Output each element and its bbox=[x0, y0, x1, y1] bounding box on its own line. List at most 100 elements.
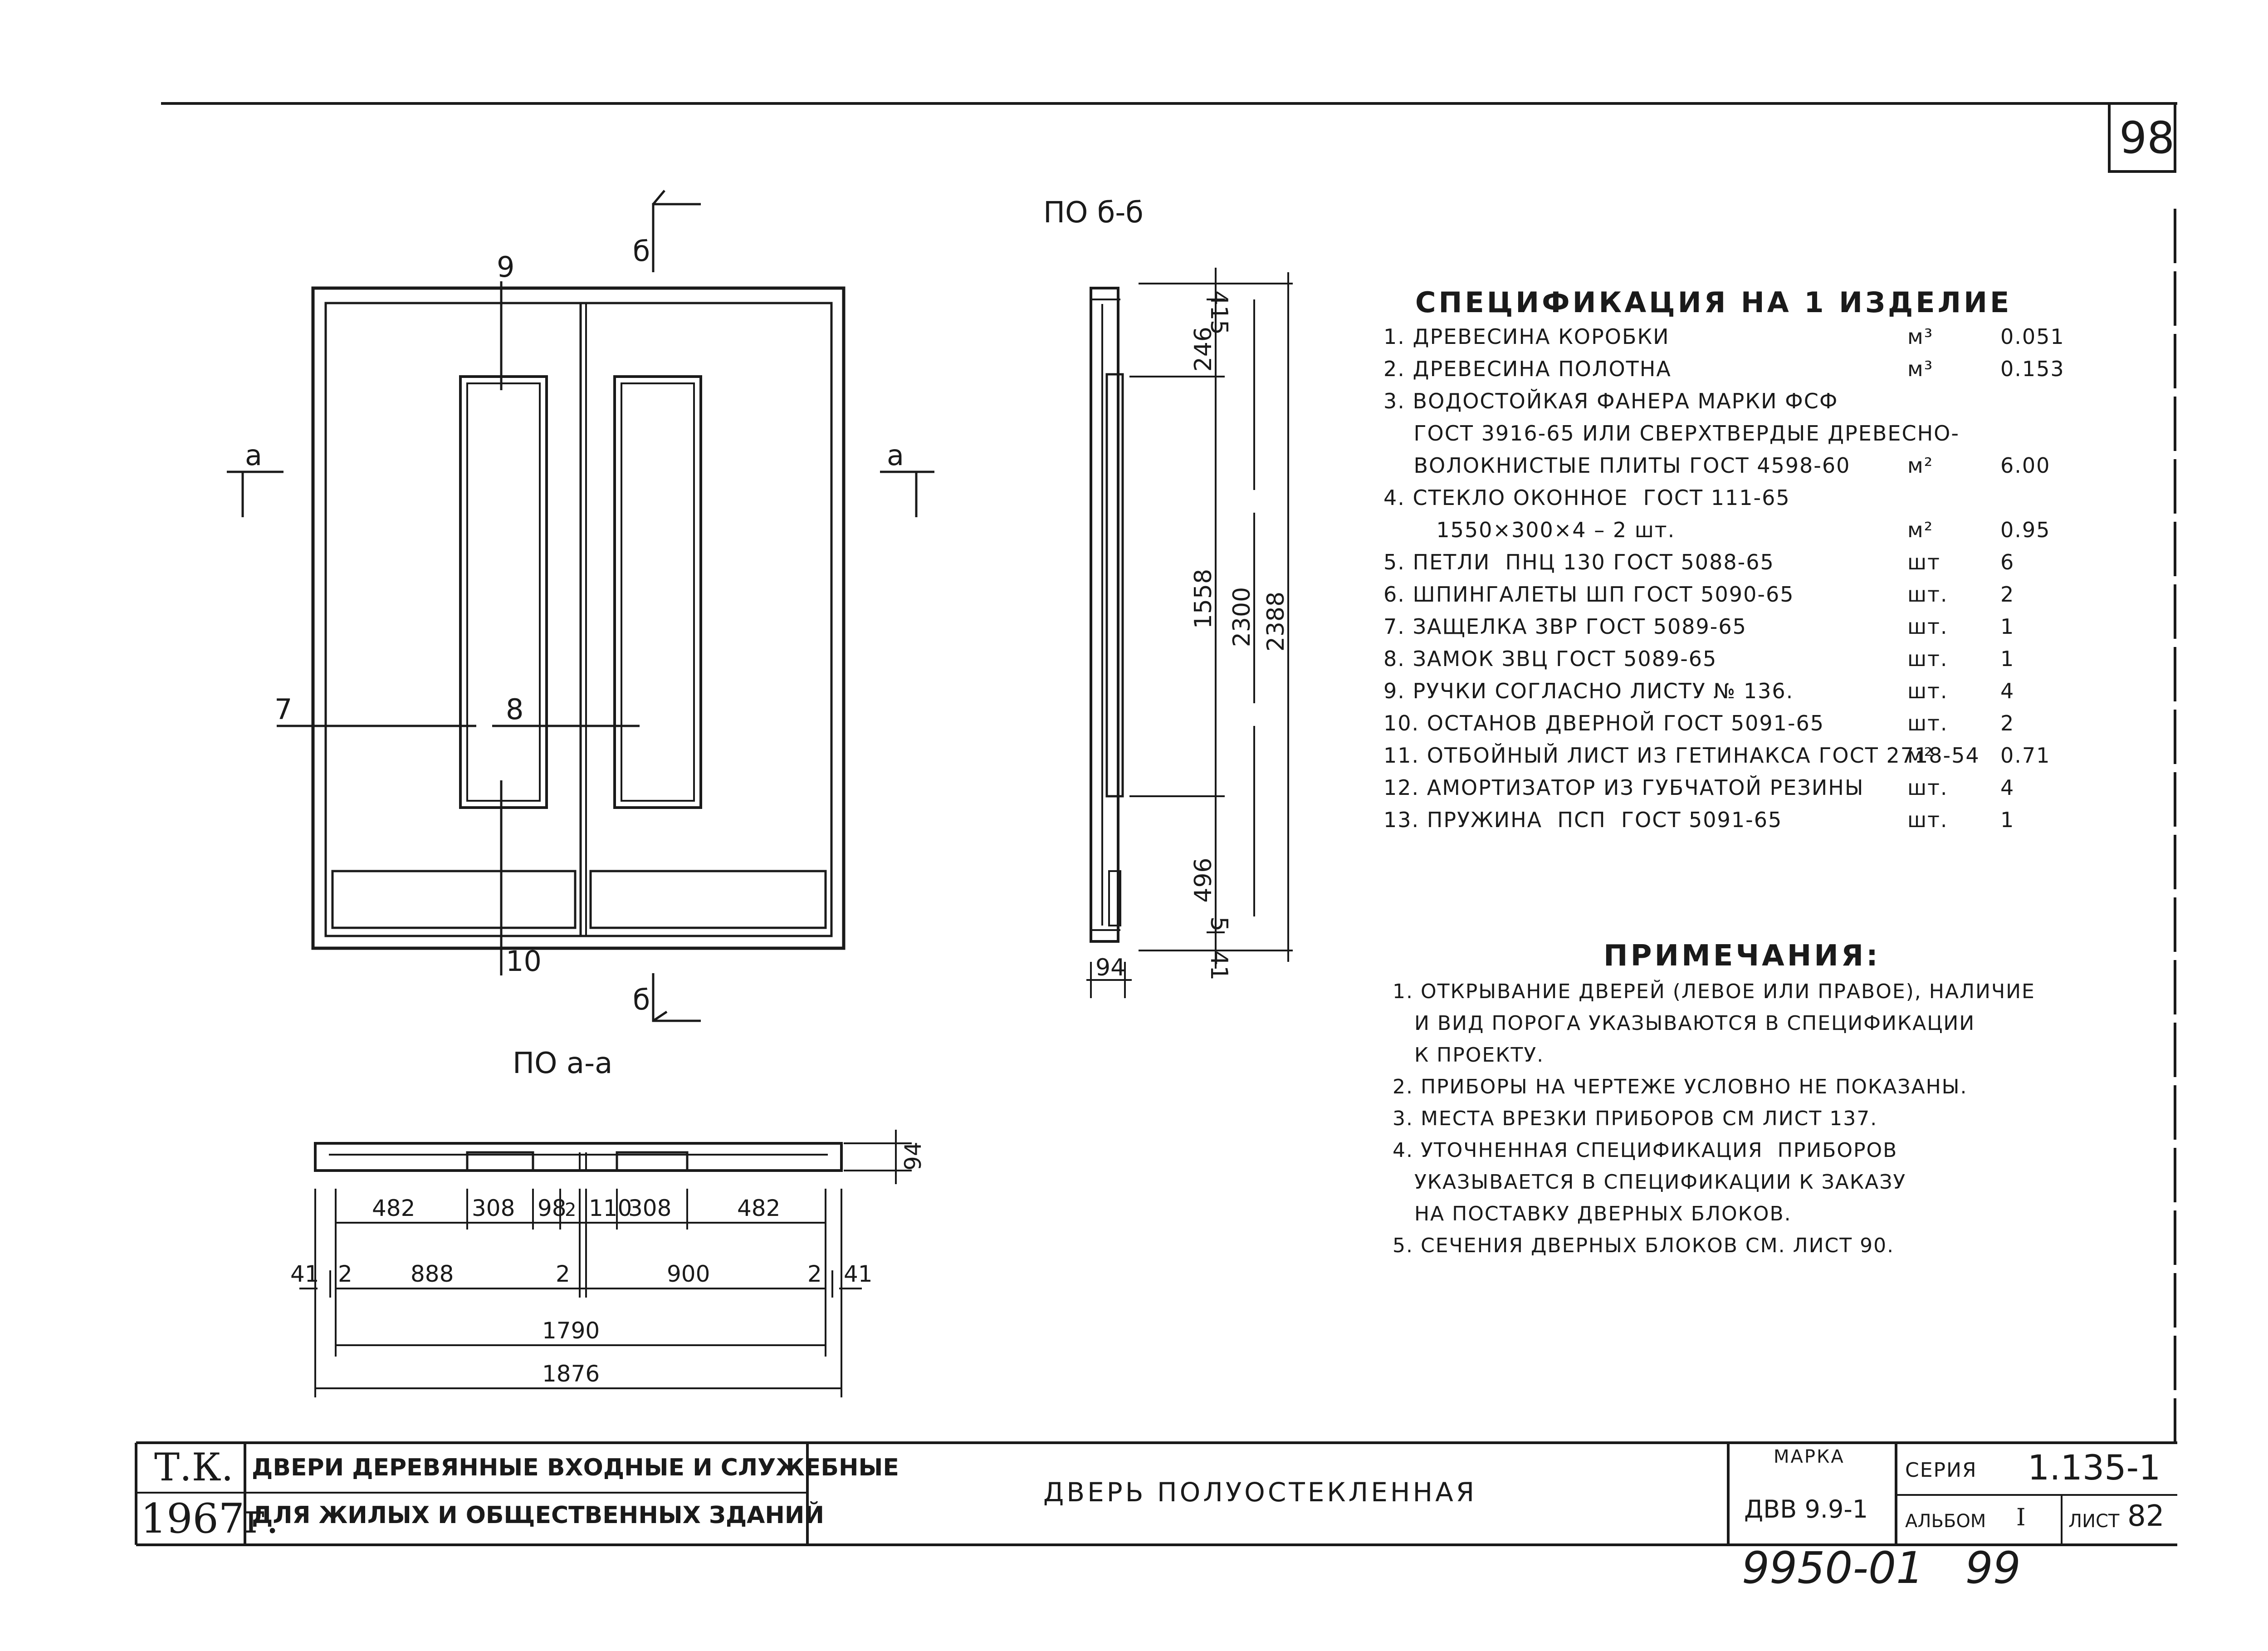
spec-item-qty: 6 bbox=[2000, 550, 2015, 574]
spec-item-qty: 2 bbox=[2000, 582, 2015, 607]
spec-item-unit: м² bbox=[1907, 518, 1934, 542]
title-year: 1967г. bbox=[141, 1495, 279, 1543]
marka-value: ДВВ 9.9-1 bbox=[1744, 1495, 1868, 1524]
spec-item-unit: шт. bbox=[1907, 582, 1948, 607]
note-line: 2. ПРИБОРЫ НА ЧЕРТЕЖЕ УСЛОВНО НЕ ПОКАЗАН… bbox=[1393, 1075, 1968, 1098]
spec-item-unit: шт. bbox=[1907, 614, 1948, 639]
dim-1558: 1558 bbox=[1190, 569, 1217, 629]
spec-item-unit: м³ bbox=[1907, 324, 1934, 349]
album-label: АЛЬБОМ bbox=[1905, 1511, 1986, 1532]
spec-item-name: 8. ЗАМОК ЗВЦ ГОСТ 5089-65 bbox=[1383, 647, 1717, 671]
spec-item-name: 1. ДРЕВЕСИНА КОРОБКИ bbox=[1383, 324, 1670, 349]
title-block bbox=[135, 1441, 2177, 1546]
dim-2388: 2388 bbox=[1262, 592, 1290, 652]
stamp-number: 9950-01 99 bbox=[1742, 1543, 2021, 1593]
spec-item-qty: 0.051 bbox=[2000, 324, 2065, 349]
spec-item-unit: шт. bbox=[1907, 647, 1948, 671]
spec-item-qty: 6.00 bbox=[2000, 453, 2051, 478]
spec-table: 1. ДРЕВЕСИНА КОРОБКИ м³ 0.051 2. ДРЕВЕСИНА … bbox=[1383, 324, 2109, 846]
album-value: I bbox=[2016, 1504, 2026, 1531]
spec-row: 7. ЗАЩЕЛКА ЗВР ГОСТ 5089-65 шт. 1 bbox=[1383, 614, 2109, 643]
dim-482-left: 482 bbox=[372, 1195, 415, 1221]
dim-308-left: 308 bbox=[472, 1195, 515, 1221]
dim-41-right: 41 bbox=[844, 1261, 873, 1287]
section-a-a bbox=[314, 1130, 912, 1184]
spec-row: 1. ДРЕВЕСИНА КОРОБКИ м³ 0.051 bbox=[1383, 324, 2109, 353]
section-label-b-b: ПО б-б bbox=[1043, 196, 1144, 230]
dim-888: 888 bbox=[411, 1261, 454, 1287]
dim-2-left: 2 bbox=[338, 1261, 352, 1287]
cut-marks bbox=[227, 190, 934, 1022]
title-subject-line2: ДЛЯ ЖИЛЫХ И ОБЩЕСТВЕННЫХ ЗДАНИЙ bbox=[252, 1502, 824, 1529]
spec-item-qty: 0.153 bbox=[2000, 357, 2065, 381]
notes-list: 1. ОТКРЫВАНИЕ ДВЕРЕЙ (ЛЕВОЕ ИЛИ ПРАВОЕ),… bbox=[1393, 980, 2141, 1275]
spec-item-name: 6. ШПИНГАЛЕТЫ ШП ГОСТ 5090-65 bbox=[1383, 582, 1794, 607]
spec-item-name: 5. ПЕТЛИ ПНЦ 130 ГОСТ 5088-65 bbox=[1383, 550, 1774, 574]
drawing-labels: б б а а 9 7 8 10 ПО б-б ПО а-а 41 5 246 … bbox=[245, 196, 1290, 1387]
dim-5-top: 5 bbox=[1205, 320, 1232, 335]
dim-98: 98 bbox=[538, 1195, 567, 1221]
dim-2300: 2300 bbox=[1228, 587, 1256, 647]
dim-246: 246 bbox=[1190, 327, 1217, 372]
spec-item-qty: 4 bbox=[2000, 679, 2015, 703]
callout-8: 8 bbox=[506, 693, 523, 726]
series-label: СЕРИЯ bbox=[1905, 1459, 1977, 1482]
spec-item-qty: 1 bbox=[2000, 808, 2015, 832]
spec-row: 4. СТЕКЛО ОКОННОЕ ГОСТ 111-65 bbox=[1383, 485, 2109, 514]
dim-1876: 1876 bbox=[542, 1361, 600, 1387]
spec-item-name: 7. ЗАЩЕЛКА ЗВР ГОСТ 5089-65 bbox=[1383, 614, 1747, 639]
spec-row: 13. ПРУЖИНА ПСП ГОСТ 5091-65 шт. 1 bbox=[1383, 808, 2109, 837]
spec-item-qty: 2 bbox=[2000, 711, 2015, 735]
section-label-a-a: ПО а-а bbox=[513, 1047, 612, 1080]
spec-row: 9. РУЧКИ СОГЛАСНО ЛИСТУ № 136.шт.4 bbox=[1383, 679, 2109, 708]
note-line: 1. ОТКРЫВАНИЕ ДВЕРЕЙ (ЛЕВОЕ ИЛИ ПРАВОЕ),… bbox=[1393, 980, 2035, 1003]
cut-label-b-bottom: б bbox=[633, 983, 650, 1016]
sheet-number: 98 bbox=[2119, 113, 2175, 163]
dim-41-bottom: 41 bbox=[1205, 950, 1232, 980]
spec-item-unit: шт. bbox=[1907, 775, 1948, 800]
section-dimensions bbox=[1086, 268, 1293, 998]
spec-item-name: 10. ОСТАНОВ ДВЕРНОЙ ГОСТ 5091-65 bbox=[1383, 711, 1825, 735]
spec-item-unit: шт bbox=[1907, 550, 1941, 574]
title-org: Т.К. bbox=[154, 1445, 234, 1489]
notes-title: ПРИМЕЧАНИЯ: bbox=[1603, 939, 1881, 973]
spec-item-name: 3. ВОДОСТОЙКАЯ ФАНЕРА МАРКИ ФСФ bbox=[1383, 389, 1838, 413]
spec-item-qty: 1 bbox=[2000, 614, 2015, 639]
plan-dimensions bbox=[299, 1189, 862, 1397]
spec-row: 5. ПЕТЛИ ПНЦ 130 ГОСТ 5088-65 шт 6 bbox=[1383, 550, 2109, 579]
spec-item-unit: шт. bbox=[1907, 679, 1948, 703]
dim-41-top: 41 bbox=[1205, 290, 1232, 320]
spec-item-qty: 0.71 bbox=[2000, 743, 2051, 768]
dim-110: 110 bbox=[589, 1195, 632, 1221]
note-line: 5. СЕЧЕНИЯ ДВЕРНЫХ БЛОКОВ СМ. ЛИСТ 90. bbox=[1393, 1234, 1895, 1257]
dim-41-left: 41 bbox=[290, 1261, 319, 1287]
title-subject-line1: ДВЕРИ ДЕРЕВЯННЫЕ ВХОДНЫЕ И СЛУЖЕБНЫЕ bbox=[252, 1454, 899, 1481]
note-line: НА ПОСТАВКУ ДВЕРНЫХ БЛОКОВ. bbox=[1393, 1202, 1792, 1225]
dim-94-plan: 94 bbox=[900, 1141, 926, 1171]
spec-item-name: ВОЛОКНИСТЫЕ ПЛИТЫ ГОСТ 4598-60 bbox=[1383, 453, 1851, 478]
marka-label: МАРКА bbox=[1774, 1446, 1845, 1467]
spec-row: 3. ВОДОСТОЙКАЯ ФАНЕРА МАРКИ ФСФ bbox=[1383, 389, 2109, 418]
note-line: 4. УТОЧНЕННАЯ СПЕЦИФИКАЦИЯ ПРИБОРОВ bbox=[1393, 1139, 1898, 1162]
spec-item-name: 13. ПРУЖИНА ПСП ГОСТ 5091-65 bbox=[1383, 808, 1783, 832]
sheet-label: ЛИСТ bbox=[2068, 1511, 2120, 1532]
dim-2-right: 2 bbox=[807, 1261, 822, 1287]
spec-item-unit: шт. bbox=[1907, 808, 1948, 832]
sheet-value: 82 bbox=[2127, 1499, 2165, 1533]
spec-row: 6. ШПИНГАЛЕТЫ ШП ГОСТ 5090-65 шт. 2 bbox=[1383, 582, 2109, 611]
spec-item-name: 12. АМОРТИЗАТОР ИЗ ГУБЧАТОЙ РЕЗИНЫ bbox=[1383, 775, 1864, 800]
sheet-number-box bbox=[2108, 102, 2176, 173]
note-line: УКАЗЫВАЕТСЯ В СПЕЦИФИКАЦИИ К ЗАКАЗУ bbox=[1393, 1171, 1906, 1194]
spec-item-name: ГОСТ 3916-65 ИЛИ СВЕРХТВЕРДЫЕ ДРЕВЕСНО- bbox=[1383, 421, 1960, 446]
door-elevation bbox=[277, 281, 846, 975]
note-line: 3. МЕСТА ВРЕЗКИ ПРИБОРОВ СМ ЛИСТ 137. bbox=[1393, 1107, 1878, 1130]
cut-label-b-top: б bbox=[633, 235, 650, 268]
spec-item-name: 1550×300×4 – 2 шт. bbox=[1383, 518, 1676, 542]
spec-item-unit: м³ bbox=[1907, 357, 1934, 381]
spec-item-name: 2. ДРЕВЕСИНА ПОЛОТНА bbox=[1383, 357, 1672, 381]
